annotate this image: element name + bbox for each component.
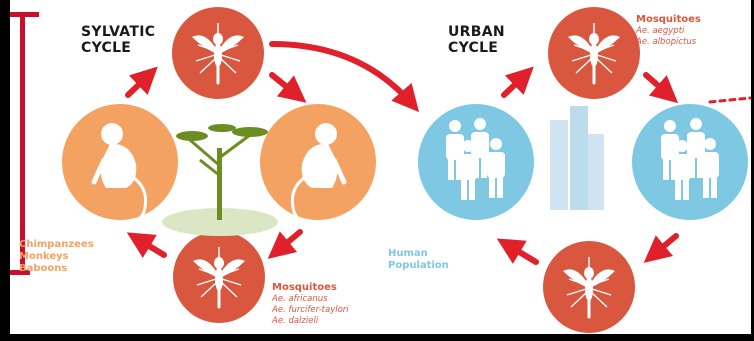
urban-title-line2: CYCLE [448,40,505,56]
mosquito-circle-top-left [172,7,264,99]
mosquito-species: Ae. albopictus [636,37,701,48]
host-monkeys: Monkeys [19,251,94,263]
host-chimpanzees: Chimpanzees [19,239,94,251]
arrow-sylvatic-3 [276,232,300,252]
arrow-sylvatic-1 [128,74,150,95]
urban-mosquito-title: Mosquitoes [636,14,701,26]
arrow-urban-dashed [710,98,750,102]
human-population-label: Human Population [388,248,449,272]
arrow-urban-2 [646,75,670,96]
accent-line-left [20,12,25,274]
mosquito-circle-top-right [548,7,640,99]
primate-species-list: Chimpanzees Monkeys Baboons [19,239,94,275]
yellow-fever-transmission-diagram: SYLVATIC CYCLE Chimpanzees Monkeys Baboo… [10,0,751,334]
arrow-urban-3 [652,236,676,256]
mosquito-species: Ae. aegypti [636,26,701,37]
arrow-urban-1 [504,74,526,95]
mosquito-species: Ae. furcifer-taylori [272,305,349,316]
host-baboons: Baboons [19,263,94,275]
people-circle-right [632,104,748,220]
sylvatic-mosquito-list: Mosquitoes Ae. africanus Ae. furcifer-ta… [272,282,349,327]
mosquito-species: Ae. dalzieli [272,316,349,327]
sylvatic-title-line2: CYCLE [81,40,155,56]
human-label-line1: Human [388,248,449,260]
urban-cycle-title: URBAN CYCLE [448,24,505,56]
sylvatic-cycle-title: SYLVATIC CYCLE [81,24,155,56]
city-icon [550,106,604,210]
urban-title-line1: URBAN [448,24,505,40]
arrow-sylvatic-2 [272,75,298,96]
sylvatic-title-line1: SYLVATIC [81,24,155,40]
people-circle-left [418,104,534,220]
sylvatic-mosquito-title: Mosquitoes [272,282,349,294]
mosquito-species: Ae. africanus [272,294,349,305]
tree-icon [162,124,278,236]
mosquito-circle-bottom-right [543,241,635,333]
arrow-sylvatic-4 [136,238,164,255]
mosquito-circle-bottom-left [173,231,265,323]
monkey-circle-left [62,104,178,221]
human-label-line2: Population [388,260,449,272]
arrow-urban-4 [506,244,536,262]
monkey-circle-right [260,104,376,221]
urban-mosquito-list: Mosquitoes Ae. aegypti Ae. albopictus [636,14,701,48]
